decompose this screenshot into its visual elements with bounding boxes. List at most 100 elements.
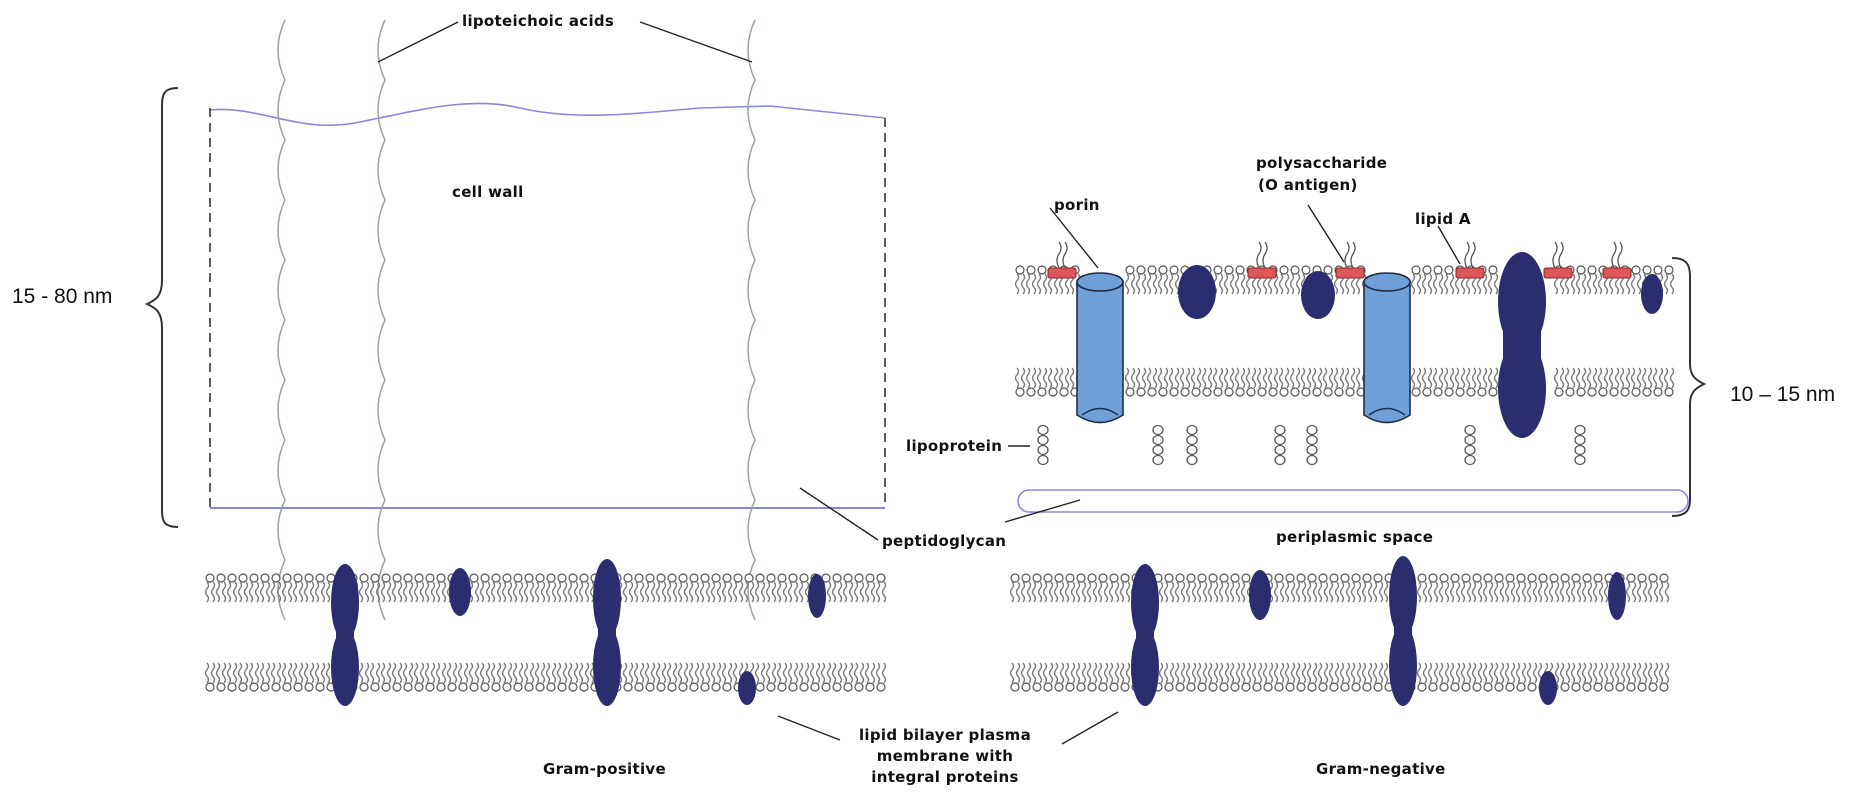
inner-membrane-lipid <box>1506 574 1515 602</box>
inner-membrane-lipid <box>1209 574 1218 602</box>
inner-membrane-lipid <box>1330 663 1339 691</box>
outer-membrane-lipid <box>1236 266 1245 294</box>
inner-membrane-lipid <box>1187 574 1196 602</box>
gram-positive-membrane-lipid <box>426 663 435 691</box>
peptidoglycan-pointer-gn <box>1005 500 1080 522</box>
gram-positive-membrane-lipid <box>778 574 787 602</box>
outer-membrane-lipid <box>1610 368 1619 396</box>
inner-membrane-lipid <box>1033 663 1042 691</box>
lipid-bilayer-label: lipid bilayer plasma membrane with integ… <box>840 726 1050 786</box>
lipoprotein-coil <box>1275 426 1285 465</box>
outer-membrane-lipid <box>1643 368 1652 396</box>
gram-positive-membrane-lipid <box>679 663 688 691</box>
inner-membrane-lipid <box>1451 574 1460 602</box>
inner-membrane-lipid <box>1286 574 1295 602</box>
gram-positive-membrane-lipid <box>668 663 677 691</box>
polysaccharide-line-1: polysaccharide <box>1256 154 1387 172</box>
inner-membrane-lipid <box>1550 574 1559 602</box>
gram-positive-label: Gram-positive <box>543 760 666 778</box>
lipid-a-molecule <box>1336 242 1364 278</box>
gram-positive-membrane-lipid <box>404 574 413 602</box>
gram-positive-protein <box>808 574 826 618</box>
outer-membrane-lipid <box>1038 266 1047 294</box>
gram-positive-membrane-lipid <box>789 663 798 691</box>
inner-membrane-lipid <box>1352 663 1361 691</box>
inner-membrane-lipid <box>1517 663 1526 691</box>
outer-membrane-lipid <box>1313 368 1322 396</box>
outer-membrane-lipid <box>1258 368 1267 396</box>
inner-membrane-lipid <box>1341 663 1350 691</box>
inner-membrane-lipid <box>1583 663 1592 691</box>
outer-membrane-lipid <box>1126 368 1135 396</box>
outer-membrane-lipid <box>1291 266 1300 294</box>
outer-membrane-lipid <box>1236 368 1245 396</box>
gram-positive-membrane-lipid <box>789 574 798 602</box>
gram-positive-membrane-lipid <box>360 574 369 602</box>
gram-positive-membrane-lipid <box>492 574 501 602</box>
gram-positive-membrane-lipid <box>426 574 435 602</box>
outer-membrane-lipid <box>1159 266 1168 294</box>
outer-membrane-protein <box>1301 271 1335 319</box>
inner-membrane-lipid <box>1484 574 1493 602</box>
inner-membrane-lipid <box>1572 663 1581 691</box>
outer-membrane-lipid <box>1621 368 1630 396</box>
gram-positive-membrane-lipid <box>877 574 886 602</box>
gram-positive-membrane-lipid <box>525 663 534 691</box>
outer-membrane-lipid <box>1269 368 1278 396</box>
gram-positive-membrane-lipid <box>800 574 809 602</box>
outer-membrane-protein <box>1178 265 1216 319</box>
outer-membrane-integral-protein <box>1498 252 1546 438</box>
outer-membrane-lipid <box>1126 266 1135 294</box>
inner-membrane-lipid <box>1011 663 1020 691</box>
gram-positive-membrane-lipid <box>283 574 292 602</box>
gram-positive-membrane-lipid <box>756 663 765 691</box>
outer-membrane-lipid <box>1654 368 1663 396</box>
gram-positive-membrane-lipid <box>635 663 644 691</box>
gram-positive-membrane-lipid <box>547 663 556 691</box>
inner-membrane-lipid <box>1066 663 1075 691</box>
lipid-a-molecule <box>1048 242 1076 278</box>
inner-membrane-lipid <box>1495 574 1504 602</box>
outer-membrane-lipid <box>1423 266 1432 294</box>
outer-membrane-lipid <box>1489 266 1498 294</box>
gram-positive-membrane-lipid <box>844 574 853 602</box>
inner-membrane-lipid <box>1022 663 1031 691</box>
inner-membrane-lipid <box>1011 574 1020 602</box>
inner-membrane-lipid <box>1297 663 1306 691</box>
inner-membrane-lipid <box>1220 574 1229 602</box>
gram-positive-protein <box>449 568 471 616</box>
outer-membrane-lipid <box>1280 368 1289 396</box>
inner-membrane-lipid <box>1594 663 1603 691</box>
inner-membrane-lipid <box>1429 663 1438 691</box>
outer-membrane-lipid <box>1324 368 1333 396</box>
gram-positive-membrane-lipid <box>371 663 380 691</box>
gram-positive-membrane-lipid <box>481 574 490 602</box>
gram-positive-membrane-lipid <box>668 574 677 602</box>
inner-membrane-lipid <box>1363 574 1372 602</box>
lipoteichoic-pointer-left <box>378 22 458 62</box>
gram-positive-membrane-lipid <box>833 574 842 602</box>
outer-membrane-lipid <box>1225 266 1234 294</box>
inner-membrane-lipid <box>1561 663 1570 691</box>
inner-membrane-lipid <box>1594 574 1603 602</box>
gram-positive-membrane-lipid <box>712 663 721 691</box>
gram-positive-membrane-lipid <box>679 574 688 602</box>
gram-positive-integral-protein <box>593 559 621 706</box>
inner-membrane-lipid <box>1121 574 1130 602</box>
inner-membrane-lipid <box>1440 574 1449 602</box>
cell-wall-label: cell wall <box>452 183 524 201</box>
inner-membrane-lipid <box>1462 663 1471 691</box>
outer-membrane-lipid <box>1665 266 1674 294</box>
gram-positive-membrane-lipid <box>525 574 534 602</box>
lipid-bilayer-pointer-gp <box>778 716 840 740</box>
inner-membrane-lipid <box>1176 574 1185 602</box>
inner-membrane-lipid <box>1022 574 1031 602</box>
inner-membrane-lipid <box>1341 574 1350 602</box>
gram-positive-membrane-lipid <box>877 663 886 691</box>
inner-membrane-lipid <box>1319 663 1328 691</box>
porin-protein <box>1364 273 1410 423</box>
inner-membrane-lipid <box>1583 574 1592 602</box>
inner-membrane-lipid <box>1176 663 1185 691</box>
lipoprotein-coil <box>1153 426 1163 465</box>
gram-positive-membrane-lipid <box>558 663 567 691</box>
